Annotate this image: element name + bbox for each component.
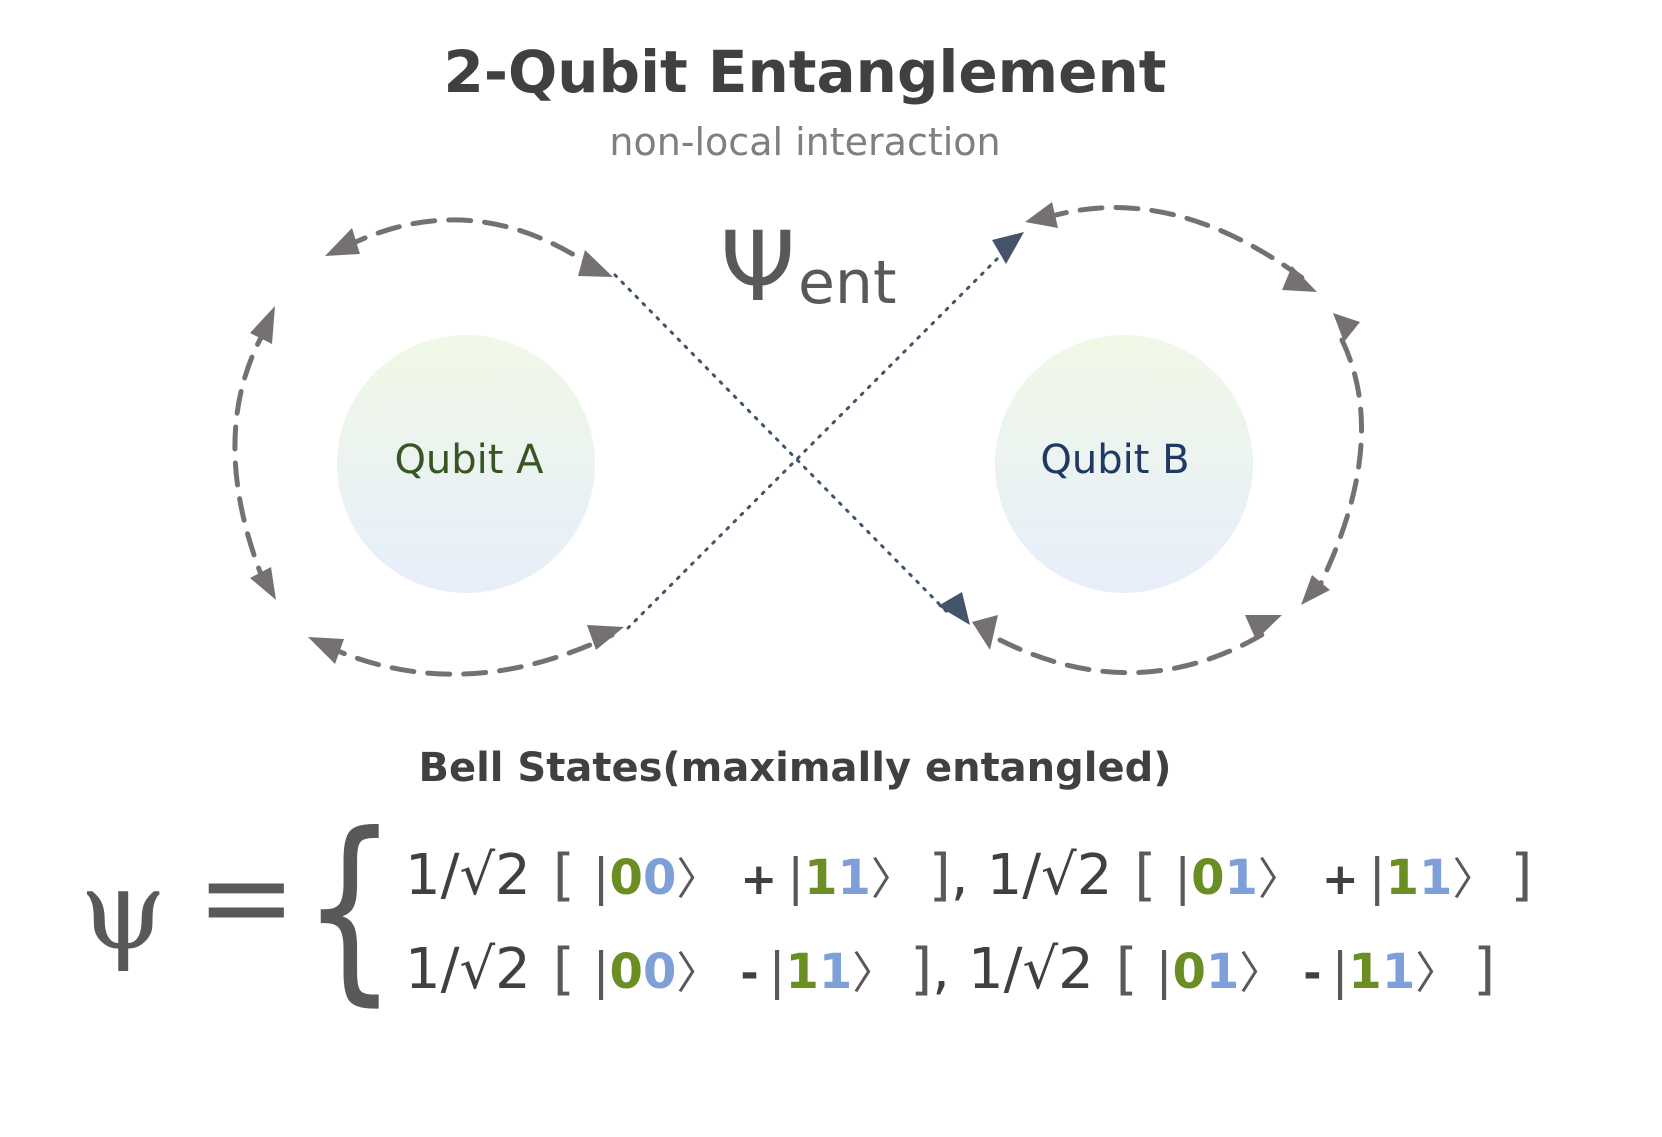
dotted-connection-lines — [613, 246, 1010, 630]
left-loop-arrowheads — [250, 228, 624, 664]
open-bracket: [ — [552, 937, 575, 1002]
right-dashed-loop — [997, 205, 1365, 676]
ket-bar: | — [592, 942, 610, 1000]
ket-bar: | — [1155, 942, 1173, 1000]
ket-digit-first: 1 — [1385, 850, 1420, 906]
ket-digit-second: 1 — [837, 850, 871, 906]
qubit-b-label: Qubit B — [1040, 437, 1189, 483]
ket-digit-second: 1 — [1224, 850, 1258, 906]
psi-symbol: ψ — [80, 846, 167, 974]
psi-ent-subscript: ent — [798, 248, 896, 318]
dotted-arrowhead-bottom-right — [938, 592, 970, 625]
minus-operator: - — [740, 948, 759, 999]
left-brace: { — [302, 791, 398, 1024]
ket-digit-first: 1 — [1348, 944, 1382, 1000]
comma: , — [950, 843, 969, 908]
ket-digit-first: 0 — [1172, 944, 1206, 1000]
psi-ent-symbol: Ψ — [720, 211, 796, 323]
coefficient: 1/√2 — [967, 937, 1094, 1002]
qubit-a-label: Qubit A — [394, 437, 544, 483]
ket-digit-first: 1 — [804, 850, 838, 906]
open-bracket: [ — [552, 843, 575, 908]
ket-digit-first: 0 — [1191, 850, 1225, 906]
minus-operator: - — [1303, 948, 1322, 999]
ket-digit-first: 1 — [785, 944, 819, 1000]
ket-digit-second: 0 — [642, 850, 677, 906]
ket-angle: 〉 — [676, 948, 721, 999]
right-loop-arrowheads — [972, 202, 1360, 650]
diagram-subtitle: non-local interaction — [609, 120, 1001, 164]
ket-digit-first: 0 — [609, 944, 643, 1000]
bell-states-heading: Bell States(maximally entangled) — [418, 745, 1172, 791]
ket-bar: | — [768, 942, 786, 1000]
ket-angle: 〉 — [676, 854, 721, 905]
diagram-title: 2-Qubit Entanglement — [443, 38, 1167, 106]
plus-operator: + — [740, 854, 778, 905]
close-bracket: ] — [928, 843, 951, 908]
left-dashed-loop — [232, 217, 615, 677]
comma: , — [932, 937, 950, 1002]
ket-bar: | — [1174, 848, 1192, 906]
bell-state-row-1: 1/√2[|00〉+|11〉],1/√2[|01〉+|11〉] — [405, 843, 1550, 908]
ket-bar: | — [592, 848, 610, 906]
ket-angle: 〉 — [870, 854, 915, 905]
ket-angle: 〉 — [1257, 854, 1302, 905]
coefficient: 1/√2 — [405, 937, 531, 1002]
ket-angle: 〉 — [1452, 854, 1497, 905]
open-bracket: [ — [1115, 937, 1138, 1002]
ket-digit-second: 0 — [642, 944, 677, 1000]
equals-sign: = — [196, 828, 297, 967]
close-bracket: ] — [1510, 843, 1533, 908]
bell-state-row-2: 1/√2[|00〉-|11〉],1/√2[|01〉-|11〉] — [405, 937, 1513, 1002]
ket-angle: 〉 — [1415, 948, 1460, 999]
ket-bar: | — [787, 848, 805, 906]
ket-angle: 〉 — [1239, 948, 1284, 999]
qubit-a-circle — [337, 335, 595, 593]
coefficient: 1/√2 — [986, 843, 1113, 908]
open-bracket: [ — [1134, 843, 1157, 908]
ket-digit-second: 1 — [1419, 850, 1453, 906]
ket-bar: | — [1368, 848, 1386, 906]
ket-bar: | — [1331, 942, 1349, 1000]
dotted-arrowhead-top-right — [992, 232, 1024, 264]
ket-digit-second: 1 — [1381, 944, 1416, 1000]
coefficient: 1/√2 — [405, 843, 531, 908]
ket-digit-second: 1 — [818, 944, 853, 1000]
qubit-b-circle — [995, 335, 1253, 593]
close-bracket: ] — [1473, 937, 1496, 1002]
ket-angle: 〉 — [852, 948, 897, 999]
plus-operator: + — [1321, 854, 1359, 905]
ket-digit-second: 1 — [1205, 944, 1240, 1000]
entanglement-diagram: Qubit A Qubit B Ψ ent — [232, 202, 1365, 677]
close-bracket: ] — [910, 937, 933, 1002]
ket-digit-first: 0 — [609, 850, 643, 906]
